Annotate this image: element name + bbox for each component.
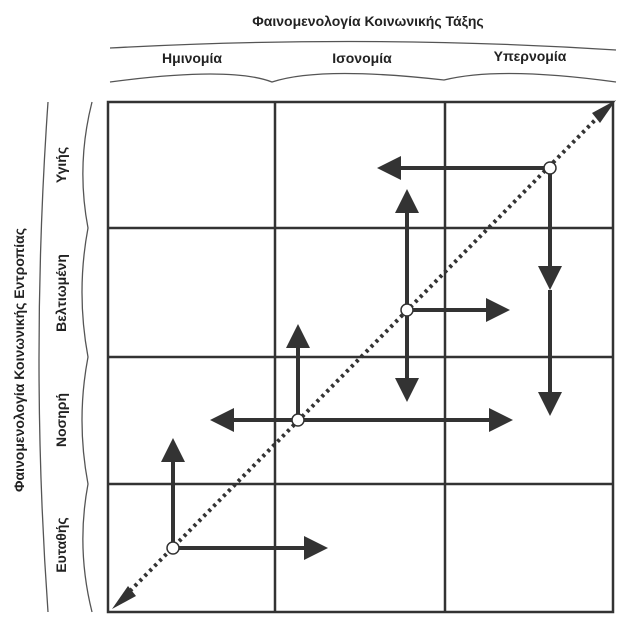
diagonal-arrowhead-end [592,100,616,123]
top-axis-title: Φαινομενολογία Κοινωνικής Τάξης [252,13,483,29]
top-bracket [109,40,617,51]
node-morbid [291,413,305,427]
transition-arrows [161,156,562,560]
left-bracket [38,101,49,613]
grid [106,100,615,614]
node-healthy [543,161,557,175]
row-brackets [81,101,93,613]
diagonal-arrowhead-start [112,586,136,609]
column-label-1: Ημινομία [162,50,222,66]
node-improved [400,303,414,317]
row-label-1: Υγιής [53,147,69,183]
diagonal-dotted-line [123,110,605,598]
column-label-3: Υπερνομία [494,48,567,64]
row-label-4: Ευταθής [53,517,69,572]
column-label-2: Ισονομία [332,50,392,66]
node-stable [166,541,180,555]
state-nodes [166,161,557,555]
column-brackets [109,72,617,83]
row-label-3: Νοσηρή [53,393,69,447]
row-label-2: Βελτιωμένη [53,254,69,332]
left-axis-title: Φαινομενολογία Κοινωνικής Εντροπίας [11,228,27,492]
